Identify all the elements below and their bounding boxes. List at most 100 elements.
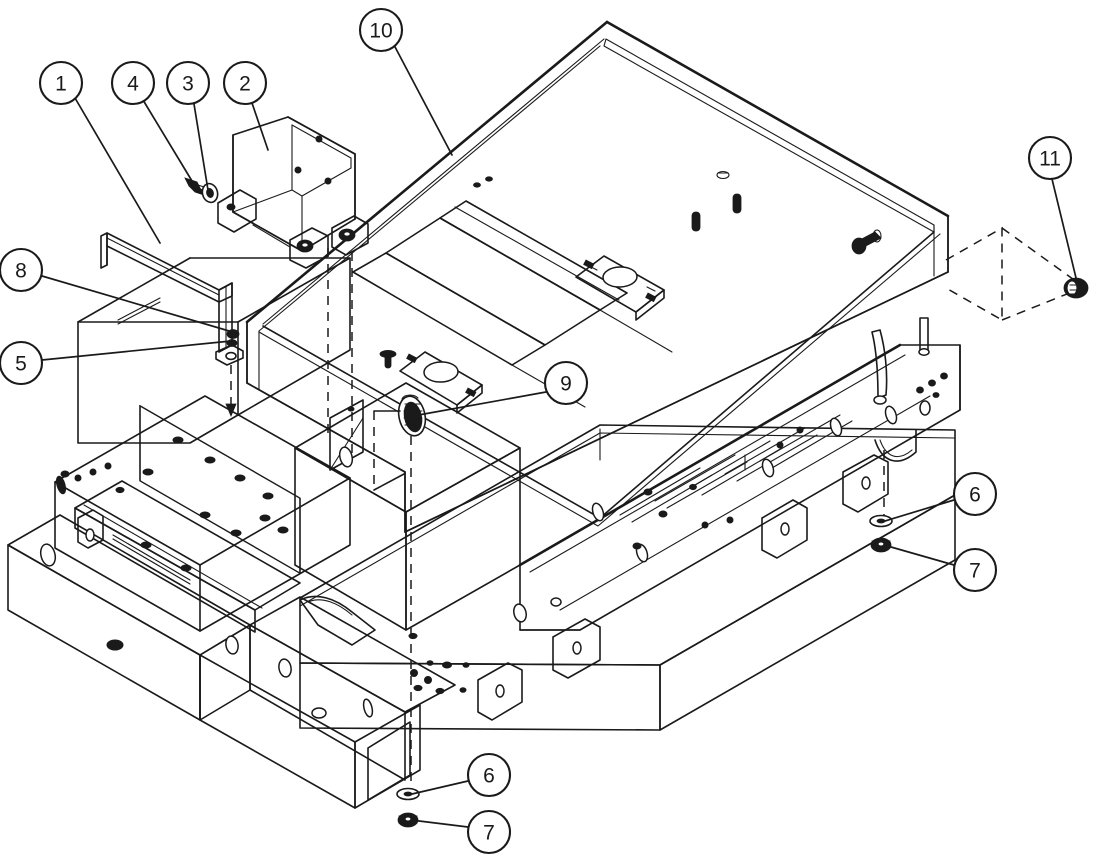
lower-deck-hole-6	[435, 687, 445, 695]
right-rail-hole-11	[928, 379, 936, 387]
top-pan-standoff-pins	[691, 170, 742, 232]
top-pan-groove-4	[352, 271, 407, 304]
callout-balloon-5[interactable]: 5	[0, 340, 232, 386]
callout-balloon-6[interactable]: 6	[411, 752, 512, 798]
deck-hole-11	[74, 474, 82, 482]
leader-line-1	[74, 97, 161, 244]
balloon-circle-2[interactable]	[222, 60, 268, 106]
balloon-circle-10[interactable]	[358, 7, 404, 53]
front-lower-top-mid	[249, 596, 456, 713]
callout-balloon-7[interactable]: 7	[883, 544, 998, 593]
main-chassis-right-face	[659, 494, 956, 731]
balloon-circle-1[interactable]	[38, 60, 84, 106]
part-sheet-metal-cover-box	[217, 116, 369, 269]
top-pan-hole-b	[485, 176, 493, 182]
boss-lower-tab-a	[406, 353, 418, 364]
mount-tab-2	[477, 662, 523, 721]
grommet-phantom-lead-bottom	[1001, 289, 1078, 321]
chassis-mount-tabs	[477, 454, 889, 721]
boss-lower-hole	[423, 361, 459, 383]
left-rail-top-face	[7, 514, 251, 656]
balloon-circle-7[interactable]	[466, 809, 512, 855]
top-pan-boss-lower	[399, 351, 483, 414]
center-deck-face	[54, 395, 351, 566]
top-pan-front-right-lower	[404, 271, 949, 533]
top-pan-rib-a	[439, 200, 628, 311]
lower-deck-hole-9	[424, 676, 432, 684]
balloon-label-3: 3	[182, 73, 194, 96]
inner-channel-front	[74, 507, 256, 633]
balloon-circle-8[interactable]	[0, 247, 44, 293]
balloon-label-4: 4	[127, 73, 139, 96]
balloon-circle-4[interactable]	[110, 60, 156, 106]
callout-balloon-9[interactable]: 9	[412, 360, 589, 417]
lower-deck-hole-12	[225, 635, 239, 655]
balloon-label-6: 6	[969, 484, 981, 507]
deck-kidney-inner	[307, 599, 353, 616]
front-leg-box-top	[354, 704, 421, 743]
leader-line-3	[193, 103, 209, 191]
interior-post-1-base	[873, 395, 887, 405]
deck-hole-1	[172, 436, 184, 444]
deck-slot-1	[55, 475, 67, 495]
callout-balloon-8[interactable]: 8	[0, 247, 237, 334]
grommet-phantom-outline	[945, 226, 1003, 322]
callout-balloon-3[interactable]: 3	[165, 60, 211, 191]
balloon-circle-9[interactable]	[543, 360, 589, 406]
cover-box-hole-2	[294, 166, 302, 174]
inner-channel-slot2	[112, 538, 191, 585]
leader-line-5	[41, 340, 232, 361]
lower-deck-hole-14	[550, 597, 562, 607]
right-rail-hole-10	[916, 386, 924, 394]
callout-balloon-1[interactable]: 1	[38, 60, 161, 244]
top-pan-hole-a	[473, 182, 481, 188]
right-rail-hole-4	[829, 417, 843, 437]
balloon-label-7: 7	[483, 822, 495, 845]
callout-balloon-4[interactable]: 4	[110, 60, 193, 182]
support-tube-left-hook-edge	[100, 232, 108, 237]
boss-upper-tab-b	[645, 292, 657, 303]
callout-balloon-10[interactable]: 10	[358, 7, 453, 156]
cover-box-hole-3	[324, 177, 332, 185]
callout-balloon-6[interactable]: 6	[884, 471, 998, 522]
balloon-circle-7[interactable]	[952, 547, 998, 593]
callout-balloon-11[interactable]: 11	[1027, 135, 1078, 283]
right-rail-hole-7	[796, 426, 804, 434]
inner-channel-hole-2	[180, 564, 192, 572]
nut-rr-flats	[871, 540, 891, 549]
balloon-circle-11[interactable]	[1027, 135, 1073, 181]
louver-3	[654, 454, 736, 502]
hardware-front-left	[396, 787, 420, 828]
lower-deck-hole-5	[413, 684, 423, 692]
mid-deck-gusset-hole	[347, 406, 355, 412]
left-deck-front-face	[77, 321, 239, 444]
lower-deck-hole-13	[513, 603, 527, 623]
cover-box-top-edge-inner	[291, 124, 352, 159]
callout-balloon-7[interactable]: 7	[410, 809, 512, 855]
balloon-circle-5[interactable]	[0, 340, 44, 386]
top-pan-groove-2	[599, 309, 673, 353]
callout-balloon-2[interactable]: 2	[222, 60, 269, 151]
leader-line-10	[393, 44, 453, 156]
hardware-rear-right	[869, 514, 893, 553]
mount-tab-lower-hole	[225, 351, 237, 361]
mount-tab-3-hole	[780, 522, 790, 536]
leader-line-9	[412, 391, 547, 417]
part-support-tube-bracket	[100, 232, 244, 366]
right-rail-hole-12	[940, 372, 948, 380]
deck-hole-15	[106, 639, 124, 651]
part-flat-washer-small	[201, 182, 219, 204]
balloon-circle-6[interactable]	[952, 471, 998, 517]
cover-box-fastener-right	[338, 228, 356, 242]
cover-box-hole-1	[315, 135, 323, 143]
inner-channel-slot	[112, 534, 191, 581]
balloon-label-11: 11	[1039, 148, 1061, 171]
balloon-circle-3[interactable]	[165, 60, 211, 106]
part-top-pan-cover	[245, 20, 950, 533]
balloon-label-5: 5	[15, 353, 27, 376]
boss-upper-notch-b	[646, 286, 656, 292]
leader-line-11	[1051, 178, 1078, 283]
balloon-circle-6[interactable]	[466, 752, 512, 798]
cover-box-flange-tie	[252, 224, 291, 248]
louver-1	[619, 467, 701, 516]
